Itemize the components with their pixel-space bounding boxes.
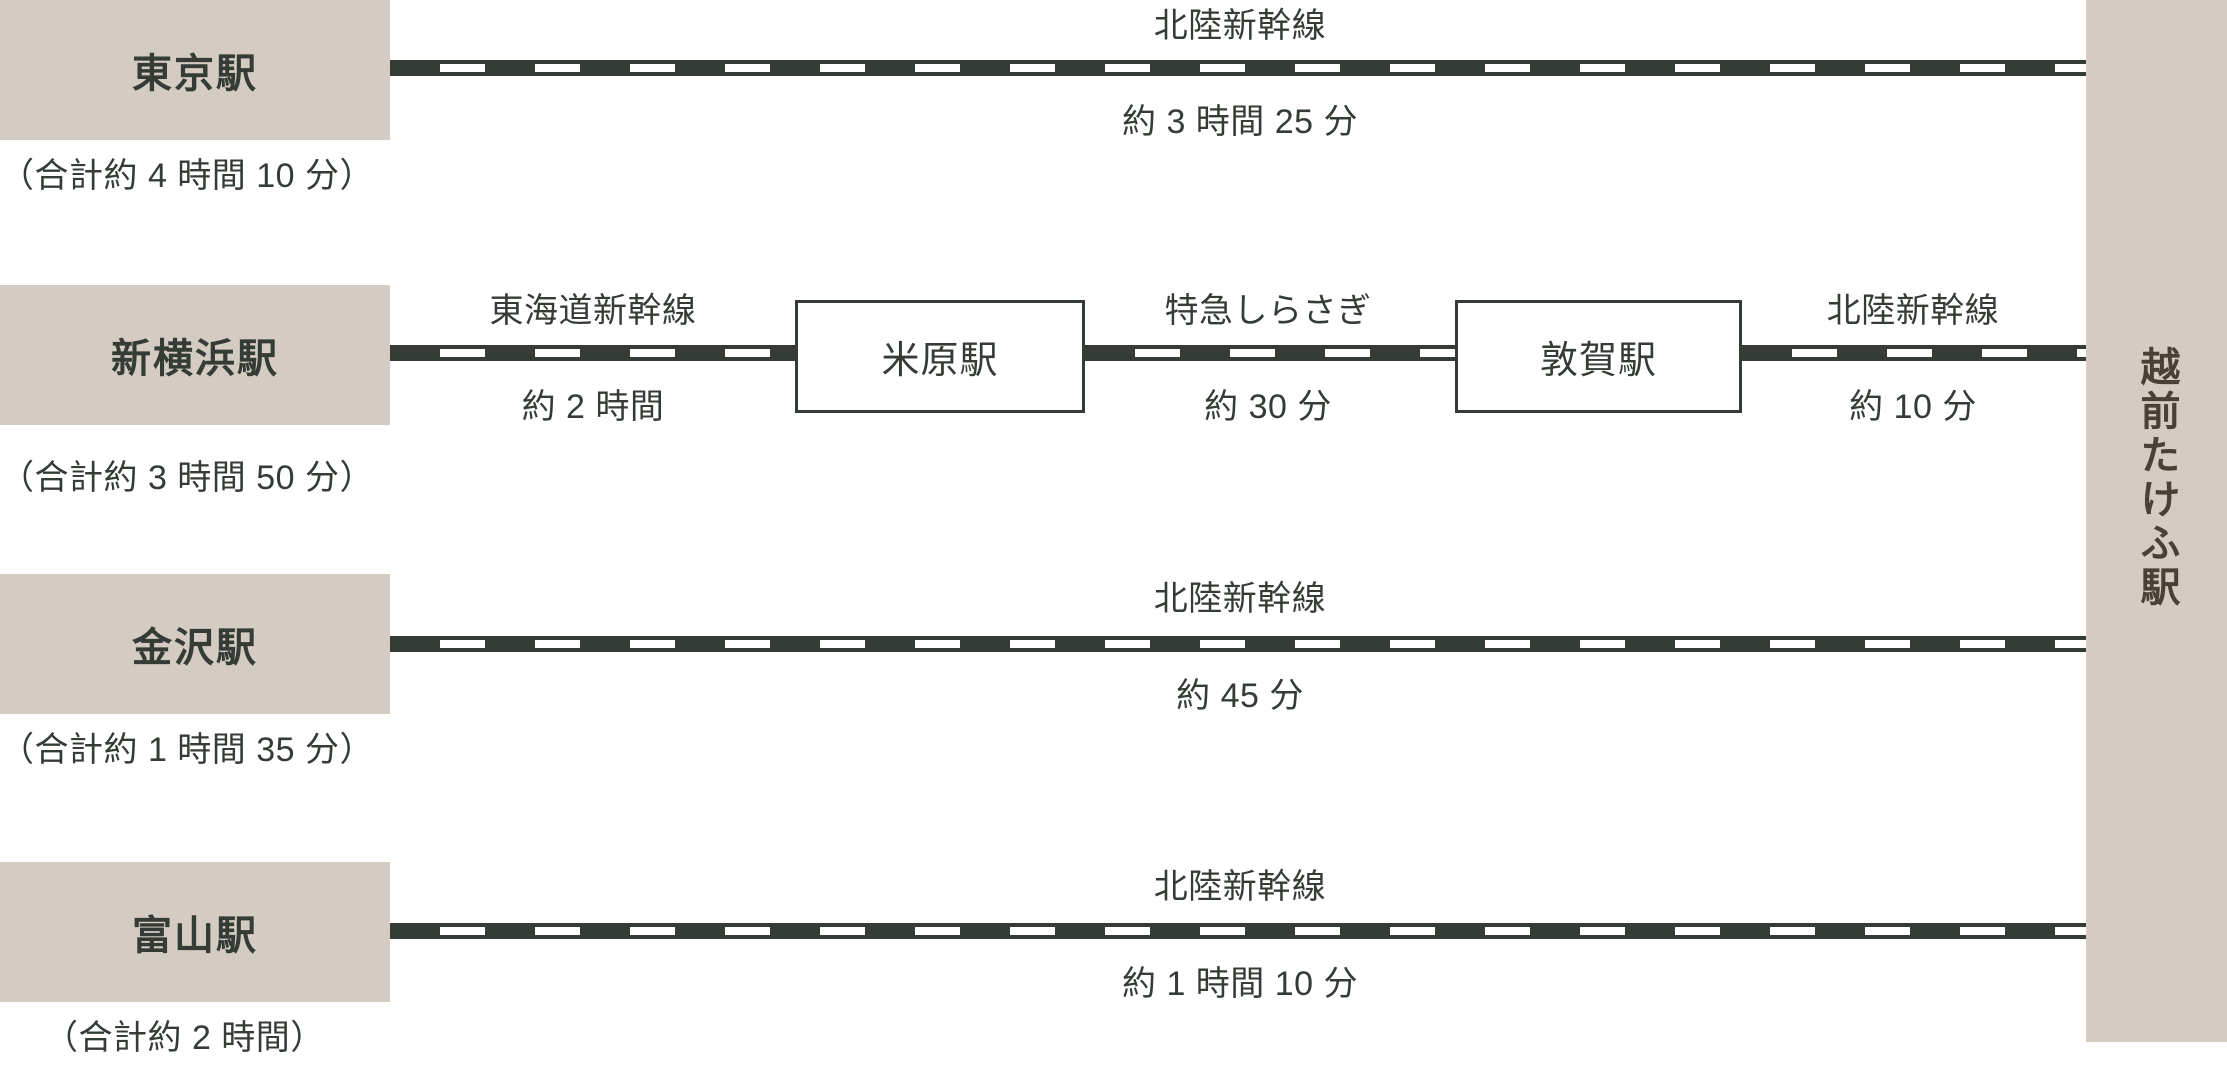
rail-segment bbox=[390, 60, 2086, 76]
segment-duration: 約 30 分 bbox=[1204, 388, 1332, 426]
segment-line-name: 北陸新幹線 bbox=[1153, 7, 1327, 45]
segment-duration: 約 1 時間 10 分 bbox=[1121, 965, 1359, 1003]
segment-line-name: 特急しらさぎ bbox=[1164, 292, 1372, 330]
origin-station-plate-4: 富山駅 bbox=[0, 862, 390, 1002]
destination-station-label: 越前たけふ駅 bbox=[2134, 346, 2179, 610]
segment-duration: 約 10 分 bbox=[1849, 388, 1977, 426]
rail-segment bbox=[390, 636, 2086, 652]
segment-duration: 約 3 時間 25 分 bbox=[1121, 103, 1359, 141]
transfer-station-box: 敦賀駅 bbox=[1455, 300, 1742, 413]
origin-station-label: 富山駅 bbox=[132, 914, 258, 958]
origin-station-plate-3: 金沢駅 bbox=[0, 574, 390, 714]
route-total-time: （合計約 1 時間 35 分） bbox=[0, 731, 375, 769]
origin-station-plate-2: 新横浜駅 bbox=[0, 285, 390, 425]
transfer-station-label: 敦賀駅 bbox=[1539, 340, 1657, 382]
route-total-time: （合計約 4 時間 10 分） bbox=[0, 157, 375, 195]
route-total-time: （合計約 2 時間） bbox=[44, 1019, 325, 1057]
rail-segment bbox=[1085, 345, 1455, 361]
transfer-station-label: 米原駅 bbox=[881, 340, 999, 382]
segment-line-name: 北陸新幹線 bbox=[1153, 868, 1327, 906]
rail-segment bbox=[390, 923, 2086, 939]
origin-station-label: 新横浜駅 bbox=[111, 337, 279, 381]
rail-segment bbox=[1742, 345, 2086, 361]
route-total-time: （合計約 3 時間 50 分） bbox=[0, 459, 375, 497]
segment-duration: 約 45 分 bbox=[1176, 677, 1304, 715]
segment-line-name: 北陸新幹線 bbox=[1153, 580, 1327, 618]
origin-station-label: 東京駅 bbox=[132, 52, 258, 96]
destination-station-panel: 越前たけふ駅 bbox=[2086, 0, 2227, 1042]
segment-line-name: 東海道新幹線 bbox=[489, 292, 697, 330]
segment-line-name: 北陸新幹線 bbox=[1826, 292, 2000, 330]
transfer-station-box: 米原駅 bbox=[795, 300, 1085, 413]
origin-station-plate-1: 東京駅 bbox=[0, 0, 390, 140]
segment-duration: 約 2 時間 bbox=[521, 388, 665, 426]
rail-segment bbox=[390, 345, 795, 361]
origin-station-label: 金沢駅 bbox=[132, 626, 258, 670]
